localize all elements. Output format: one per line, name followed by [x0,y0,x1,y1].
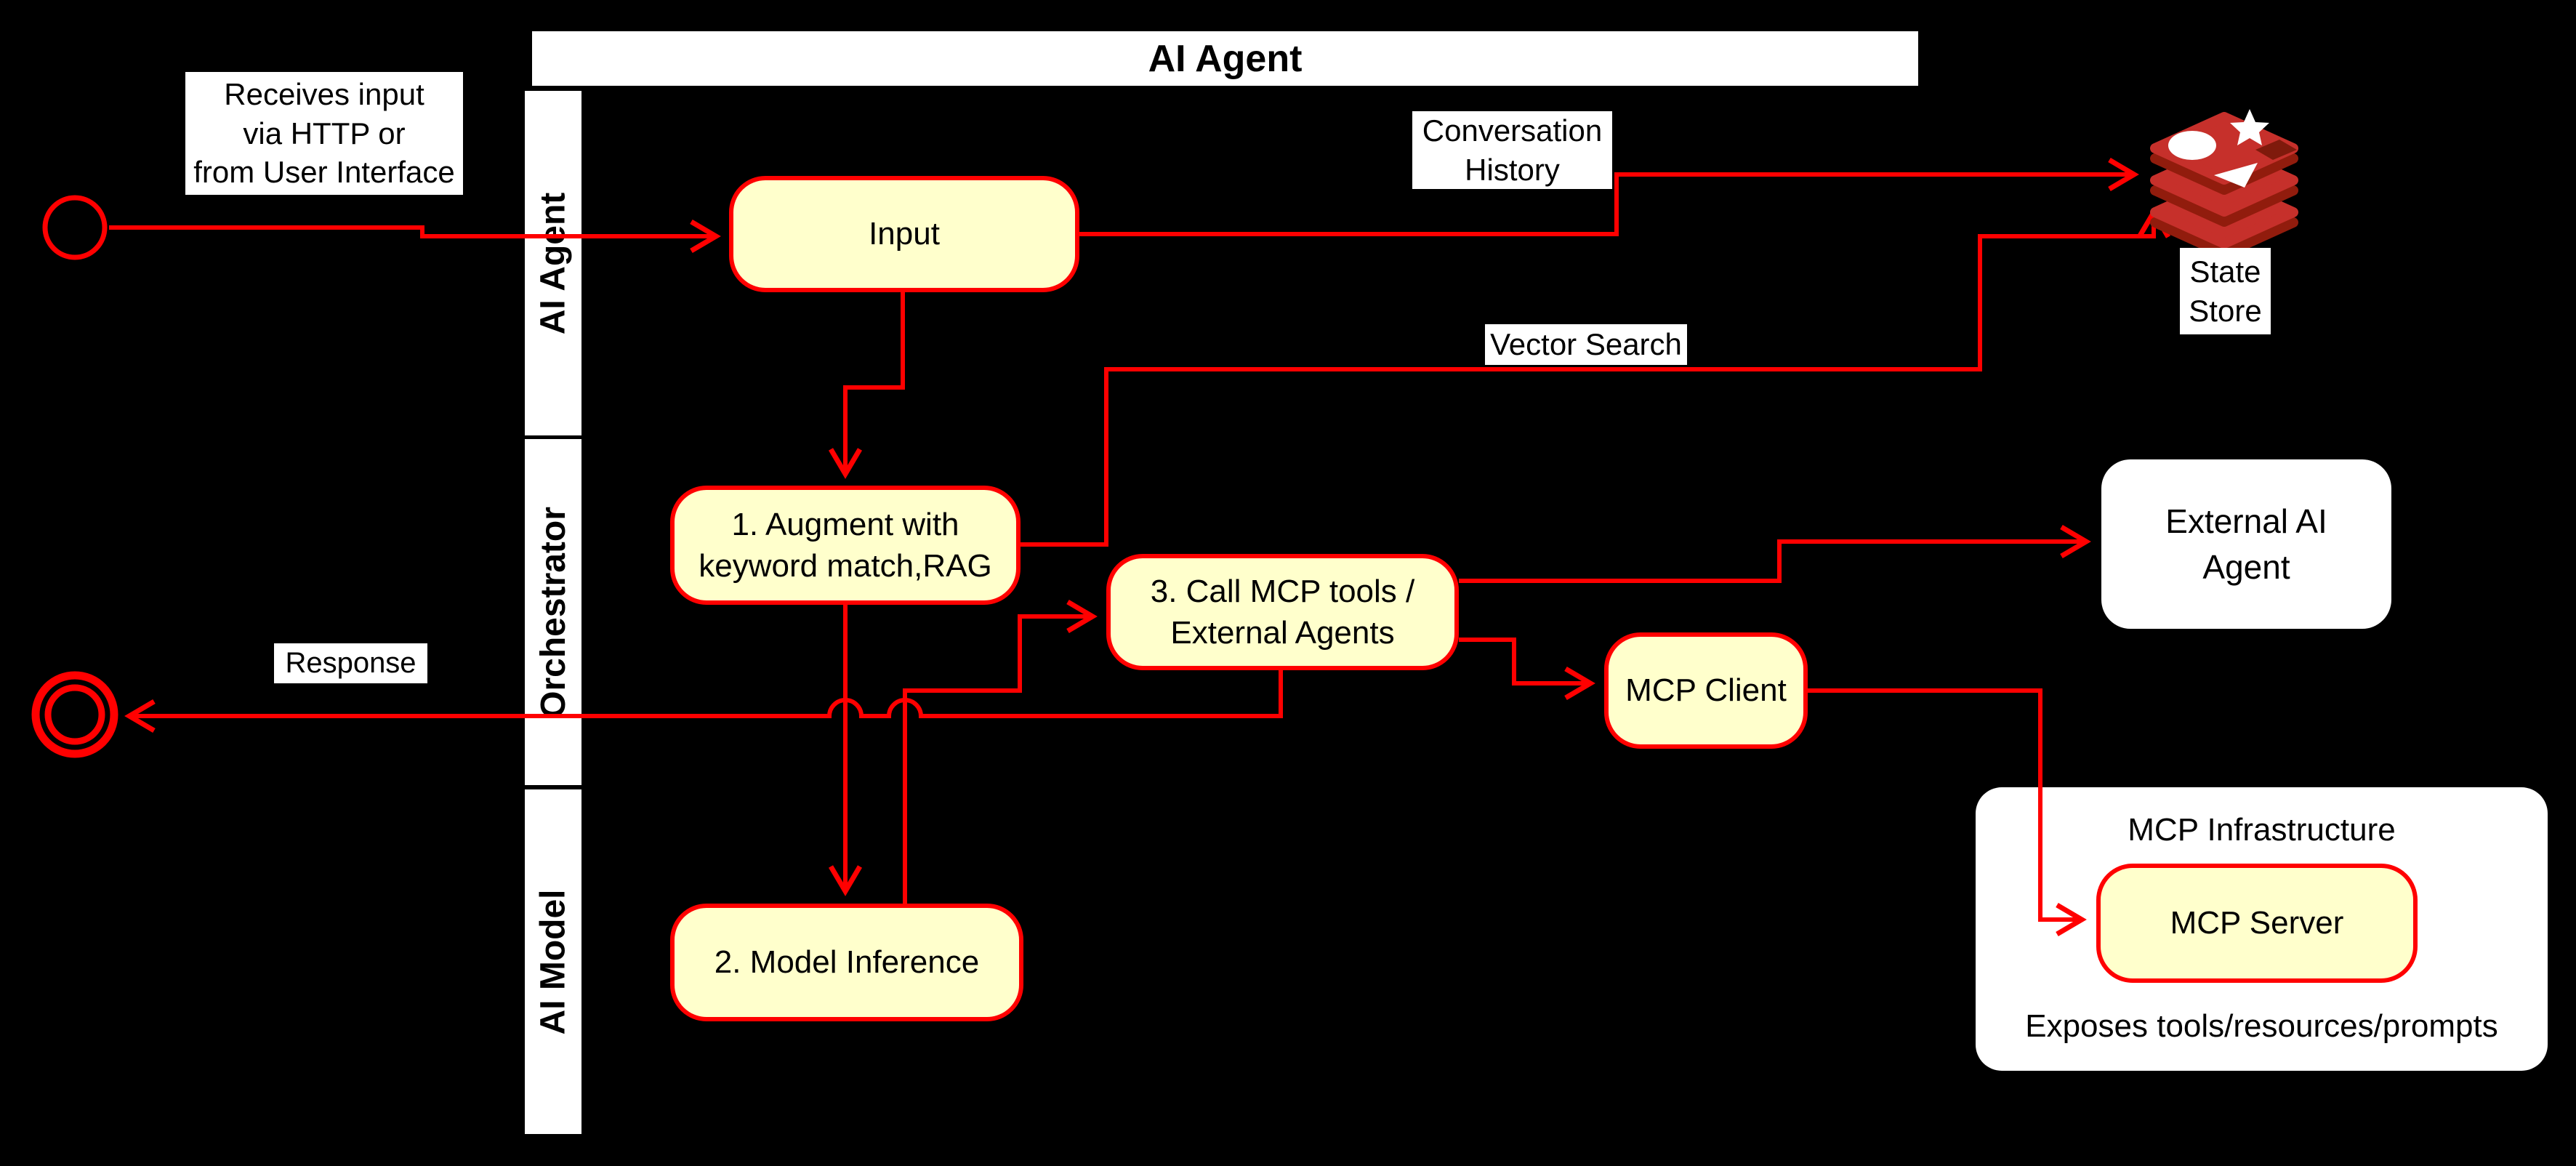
start-circle [42,195,108,260]
label-receives-line3: from User Interface [193,155,455,190]
lane-orchestrator-label: Orchestrator [534,506,573,718]
node-model-inference: 2. Model Inference [670,904,1023,1021]
mcp-infrastructure-title: MCP Infrastructure [2128,812,2396,848]
node-augment-rag: 1. Augment with keyword match,RAG [670,486,1021,605]
label-receives-line1: Receives input [224,76,424,111]
lane-ai-agent-label: AI Agent [534,192,573,334]
node-call-mcp-line2: External Agents [1170,615,1395,651]
label-receives-input: Receives input via HTTP or from User Int… [185,72,463,195]
node-mcp-server: MCP Server [2096,864,2418,983]
redis-star-glyph [2230,109,2269,145]
label-vector-search-text: Vector Search [1490,327,1682,362]
label-state-store-line1: State [2189,254,2261,289]
label-response: Response [274,643,427,683]
redis-circle-glyph [2168,131,2216,160]
pool-title: AI Agent [1148,37,1303,80]
edge-start-to-input [109,219,721,254]
edge-callmcp-to-external [1459,524,2091,583]
node-external-ai-agent: External AI Agent [2101,459,2391,629]
node-call-mcp-tools: 3. Call MCP tools / External Agents [1106,554,1459,670]
redis-state-store-icon [2150,109,2298,259]
label-response-text: Response [285,646,416,679]
label-receives-line2: via HTTP or [243,116,406,150]
node-input: Input [729,176,1079,292]
redis-triangle-glyph [2214,163,2258,188]
node-call-mcp-line1: 3. Call MCP tools / [1150,573,1415,609]
label-conversation-history: Conversation History [1412,111,1612,189]
node-mcp-client: MCP Client [1604,632,1808,749]
lane-ai-model: AI Model [525,789,581,1134]
edge-callmcp-to-mcpclient [1459,638,1595,701]
pool-title-bar: AI Agent [532,31,1918,86]
node-model-inference-label: 2. Model Inference [714,944,980,981]
lane-orchestrator: Orchestrator [525,439,581,785]
node-external-line1: External AI [2165,502,2327,541]
end-circle-inner [44,684,105,745]
lane-ai-agent: AI Agent [525,91,581,435]
label-conversation-line1: Conversation [1422,113,1603,148]
label-conversation-line2: History [1465,152,1560,187]
node-input-label: Input [869,216,940,252]
mcp-infrastructure-caption: Exposes tools/resources/prompts [2025,1008,2498,1044]
node-mcp-server-label: MCP Server [2170,905,2344,941]
label-state-store: State Store [2180,248,2271,334]
end-circle-outer [31,671,118,758]
edge-input-to-augment [828,292,905,479]
redis-hole-glyph [2255,140,2297,160]
node-augment-line2: keyword match,RAG [699,548,992,584]
edge-inference-to-callmcp [903,599,1098,904]
lane-ai-model-label: AI Model [534,889,573,1034]
node-augment-line1: 1. Augment with [731,506,959,542]
edge-vector-search [1021,207,2171,547]
node-mcp-client-label: MCP Client [1625,672,1787,709]
node-external-line2: Agent [2202,547,2290,586]
label-state-store-line2: Store [2189,293,2262,328]
label-vector-search: Vector Search [1485,324,1687,365]
